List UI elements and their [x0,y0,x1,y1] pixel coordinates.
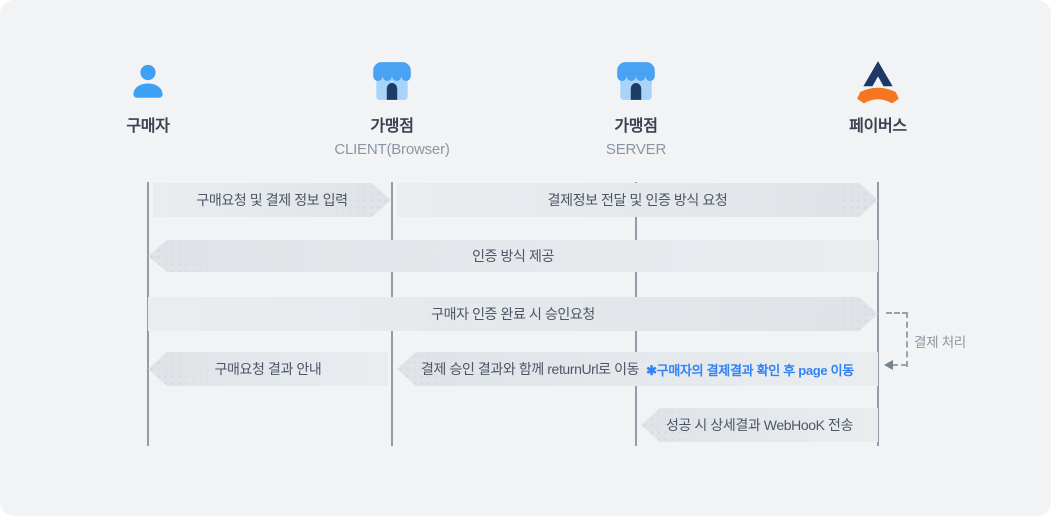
message-arrow-approval-request: 구매자 인증 완료 시 승인요청 [148,297,878,331]
lifeline-payverse [877,182,879,446]
message-arrow-webhook: 성공 시 상세결과 WebHooK 전송 [641,408,878,442]
buyer-icon-box [128,58,168,104]
message-note-blue: ✱구매자의 결제결과 확인 후 page 이동 [646,362,854,378]
actor-name-payverse: 페이버스 [849,118,907,135]
actor-sub-merchant-server: SERVER [605,141,667,159]
actor-buyer: 구매자 [48,58,248,136]
merchant-client-icon-box [369,58,415,104]
message-label: 인증 방식 제공 [472,248,554,264]
message-arrow-payment-info: 결제정보 전달 및 인증 방식 요청 [397,183,878,217]
processing-bracket-return-line [893,364,906,366]
actor-payverse: 페이버스 [778,58,978,136]
store-icon [617,62,655,100]
message-label: 구매요청 결과 안내 [214,361,322,377]
processing-return-arrowhead-icon [884,360,893,370]
message-label: 구매요청 및 결제 정보 입력 [196,192,348,208]
processing-label: 결제 처리 [914,335,966,350]
actor-sub-merchant-client: CLIENT(Browser) [334,141,450,159]
actor-merchant-client: 가맹점 CLIENT(Browser) [292,58,492,159]
person-icon [133,64,163,98]
actor-name-buyer: 구매자 [126,118,170,135]
payverse-icon-box [855,58,901,104]
message-label: 결제 승인 결과와 함께 returnUrl로 이동 [421,361,640,377]
payverse-logo-icon [857,61,899,104]
message-label: 성공 시 상세결과 WebHooK 전송 [665,417,854,433]
message-arrow-purchase-result: 구매요청 결과 안내 [148,352,388,386]
message-label: 결제정보 전달 및 인증 방식 요청 [547,192,728,208]
message-arrow-purchase-request: 구매요청 및 결제 정보 입력 [153,183,391,217]
store-icon [373,62,411,100]
message-arrow-auth-method: 인증 방식 제공 [148,240,878,272]
message-arrow-return-url: 결제 승인 결과와 함께 returnUrl로 이동 ✱구매자의 결제결과 확인… [397,352,878,386]
merchant-server-icon-box [613,58,659,104]
actor-name-merchant-server: 가맹점 [614,118,658,135]
message-label: 구매자 인증 완료 시 승인요청 [431,306,595,322]
processing-bracket [886,312,908,367]
actor-merchant-server: 가맹점 SERVER [536,58,736,159]
actor-name-merchant-client: 가맹점 [370,118,414,135]
